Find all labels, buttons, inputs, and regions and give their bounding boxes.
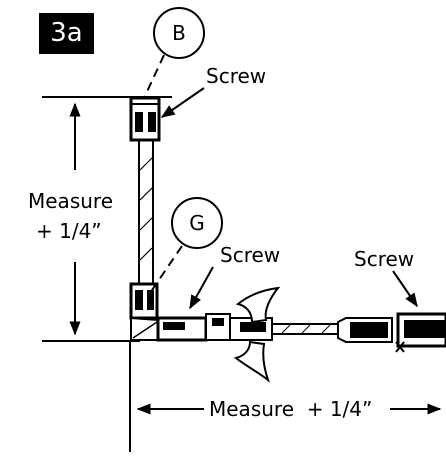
top-clamp [129,96,161,142]
step-badge: 3a [39,13,94,54]
callout-b: B [153,7,205,59]
screw-mid-leader [189,266,214,310]
screw-right-label: Screw [354,247,414,271]
callout-b-label: B [172,21,186,45]
vertical-glass-panel [138,119,154,289]
measure-horizontal-label: Measure + 1/4” [209,397,372,421]
horizontal-bottom-rail [156,286,446,383]
measure-vertical-line1: Measure [28,189,113,213]
measure-vertical-line2: + 1/4” [36,219,102,243]
callout-b-leader [144,54,165,97]
callout-g: G [171,197,223,249]
screw-top-label: Screw [206,64,266,88]
callout-g-leader [147,245,183,297]
screw-right-leader [392,270,418,308]
callout-g-label: G [189,211,205,235]
screw-mid-label: Screw [220,243,280,267]
screw-top-leader [160,87,205,118]
